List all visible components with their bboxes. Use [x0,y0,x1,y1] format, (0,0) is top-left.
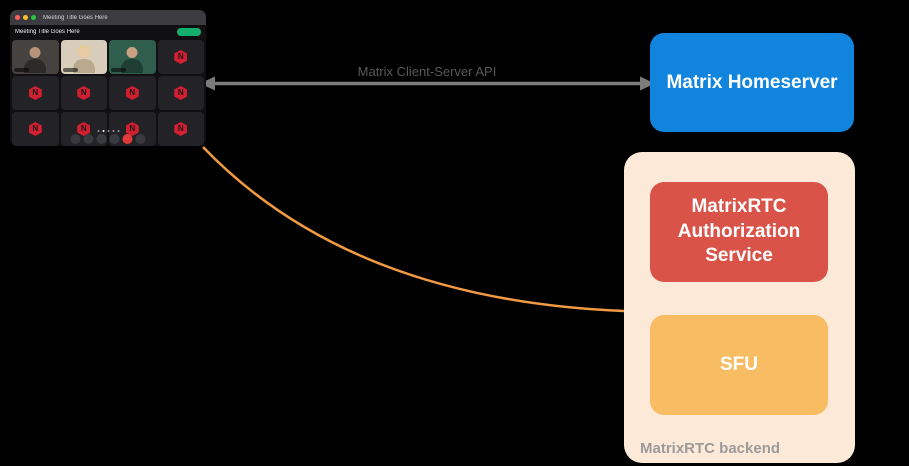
client-server-api-arrow [200,76,655,91]
minimize-icon[interactable] [23,15,28,20]
sfu-box: SFU [650,315,828,415]
name-label [14,68,29,72]
homeserver-box: Matrix Homeserver [650,33,854,132]
n-logo-icon: N [125,86,139,100]
n-logo-icon: N [125,122,139,136]
screenshare-button[interactable] [96,134,107,144]
share-button[interactable] [177,27,201,36]
n-logo-icon: N [174,50,188,64]
n-logo-icon: N [77,122,91,136]
close-icon[interactable] [15,15,20,20]
hangup-button[interactable] [122,134,133,144]
video-tile-widget: N [12,112,59,146]
video-tile-person [12,40,59,74]
participants-button[interactable] [109,134,120,144]
room-name: Meeting Title Goes Here [15,28,80,35]
n-logo-icon: N [174,122,188,136]
n-logo-icon: N [77,86,91,100]
video-tile-widget: N [157,112,204,146]
video-tile-widget: N [12,76,59,110]
video-tile-person [109,40,156,74]
tab-title: Meeting Title Goes Here [43,14,108,21]
video-tile-person [60,40,107,74]
homeserver-label: Matrix Homeserver [666,71,838,93]
auth-service-box: MatrixRTC Authorization Service [650,182,828,282]
media-connection-line [202,146,625,313]
person-body [72,59,95,73]
client-window: Meeting Title Goes Here Meeting Title Go… [10,10,206,146]
maximize-icon[interactable] [31,15,36,20]
n-logo-icon: N [174,86,188,100]
mic-button[interactable] [70,134,81,144]
api-arrow-label: Matrix Client-Server API [357,64,497,79]
call-header: Meeting Title Goes Here [10,25,206,38]
matrixrtc-backend-container: MatrixRTC Authorization Service SFU Matr… [624,152,855,463]
video-tile-widget: N [109,76,156,110]
person-avatar [78,47,90,58]
video-tile-widget: N [60,76,107,110]
person-avatar [29,47,41,58]
backend-label: MatrixRTC backend [640,440,781,457]
camera-button[interactable] [83,134,94,144]
n-logo-icon: N [28,122,42,136]
pagination-dots[interactable] [97,130,119,132]
person-avatar [126,47,138,58]
call-controls [70,130,146,144]
window-titlebar: Meeting Title Goes Here [10,10,206,25]
auth-service-label: MatrixRTC Authorization Service [677,195,801,267]
person-body [24,59,47,73]
person-body [121,59,144,73]
more-button[interactable] [135,134,146,144]
n-logo-icon: N [28,86,42,100]
name-label [111,68,126,72]
video-grid: N N N N N N N N N [10,38,206,146]
name-label [62,68,78,72]
video-tile-widget: N [157,40,204,74]
video-tile-widget: N [157,76,204,110]
sfu-label: SFU [720,354,758,375]
